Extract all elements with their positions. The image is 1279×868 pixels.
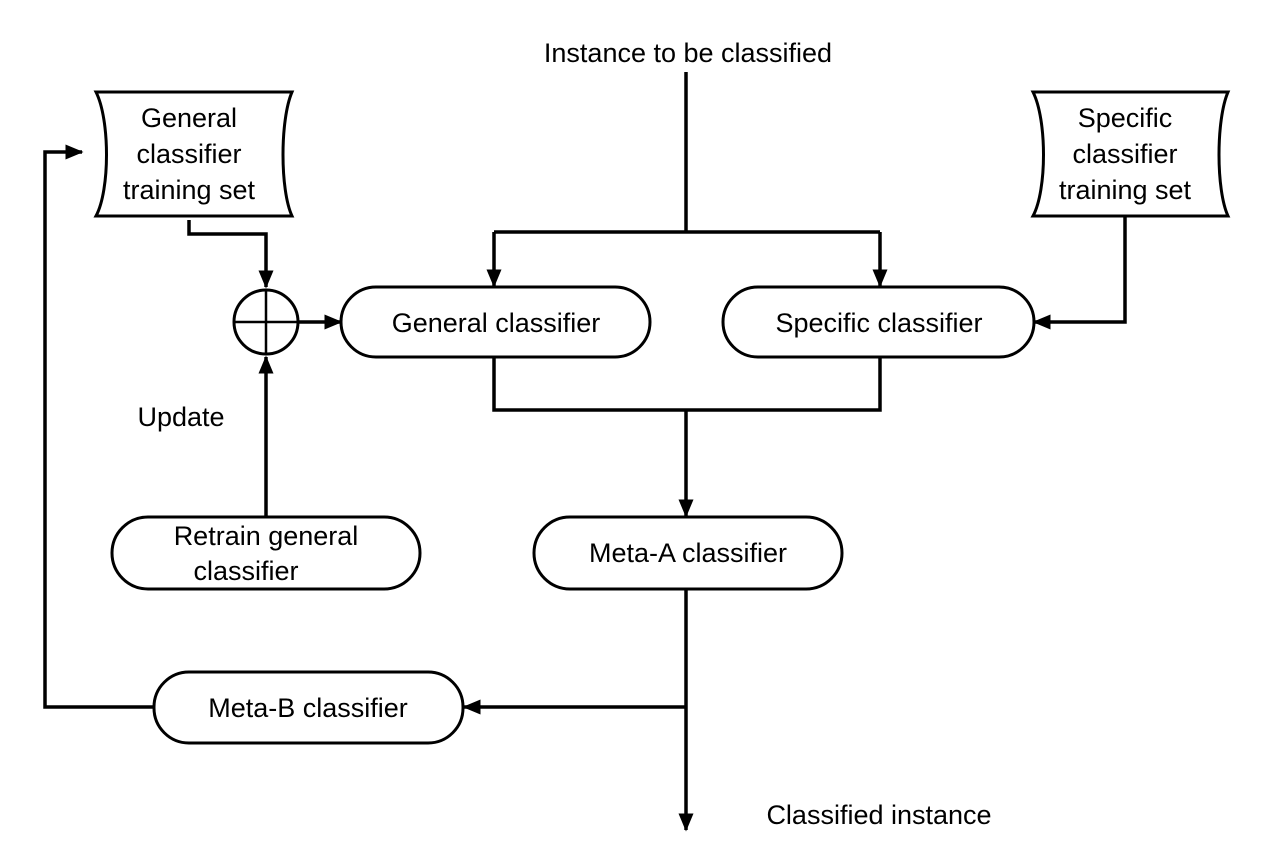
meta-b-classifier-label: Meta-B classifier — [208, 693, 408, 723]
specific-classifier-node: Specific classifier — [721, 285, 1036, 359]
general-training-set-node: General classifier training set — [93, 90, 295, 218]
meta-b-classifier-node: Meta-B classifier — [152, 670, 465, 745]
update-label: Update — [137, 402, 224, 432]
combiner-node — [232, 288, 300, 356]
retrain-general-line-1: Retrain general — [174, 521, 359, 551]
retrain-general-classifier-node: Retrain general classifier — [110, 515, 422, 591]
general-classifier-label: General classifier — [392, 308, 601, 338]
specific-training-set-line-3: training set — [1059, 175, 1192, 205]
specific-training-set-line-2: classifier — [1072, 139, 1177, 169]
edge-general-training-to-combiner — [187, 220, 274, 289]
specific-classifier-label: Specific classifier — [775, 308, 982, 338]
edge-classifiers-merge — [492, 358, 882, 412]
retrain-general-line-2: classifier — [193, 556, 298, 586]
specific-training-set-line-1: Specific — [1078, 103, 1173, 133]
specific-training-set-node: Specific classifier training set — [1030, 90, 1231, 218]
edge-meta-b-feedback — [43, 144, 154, 709]
general-classifier-node: General classifier — [339, 285, 652, 359]
edge-specific-training-to-classifier — [1032, 214, 1127, 330]
output-label: Classified instance — [766, 800, 991, 830]
meta-a-classifier-label: Meta-A classifier — [589, 538, 787, 568]
general-training-set-line-1: General — [141, 103, 237, 133]
input-label: Instance to be classified — [544, 38, 832, 68]
general-training-set-line-3: training set — [123, 175, 256, 205]
meta-a-classifier-node: Meta-A classifier — [532, 515, 844, 591]
general-training-set-line-2: classifier — [136, 139, 241, 169]
